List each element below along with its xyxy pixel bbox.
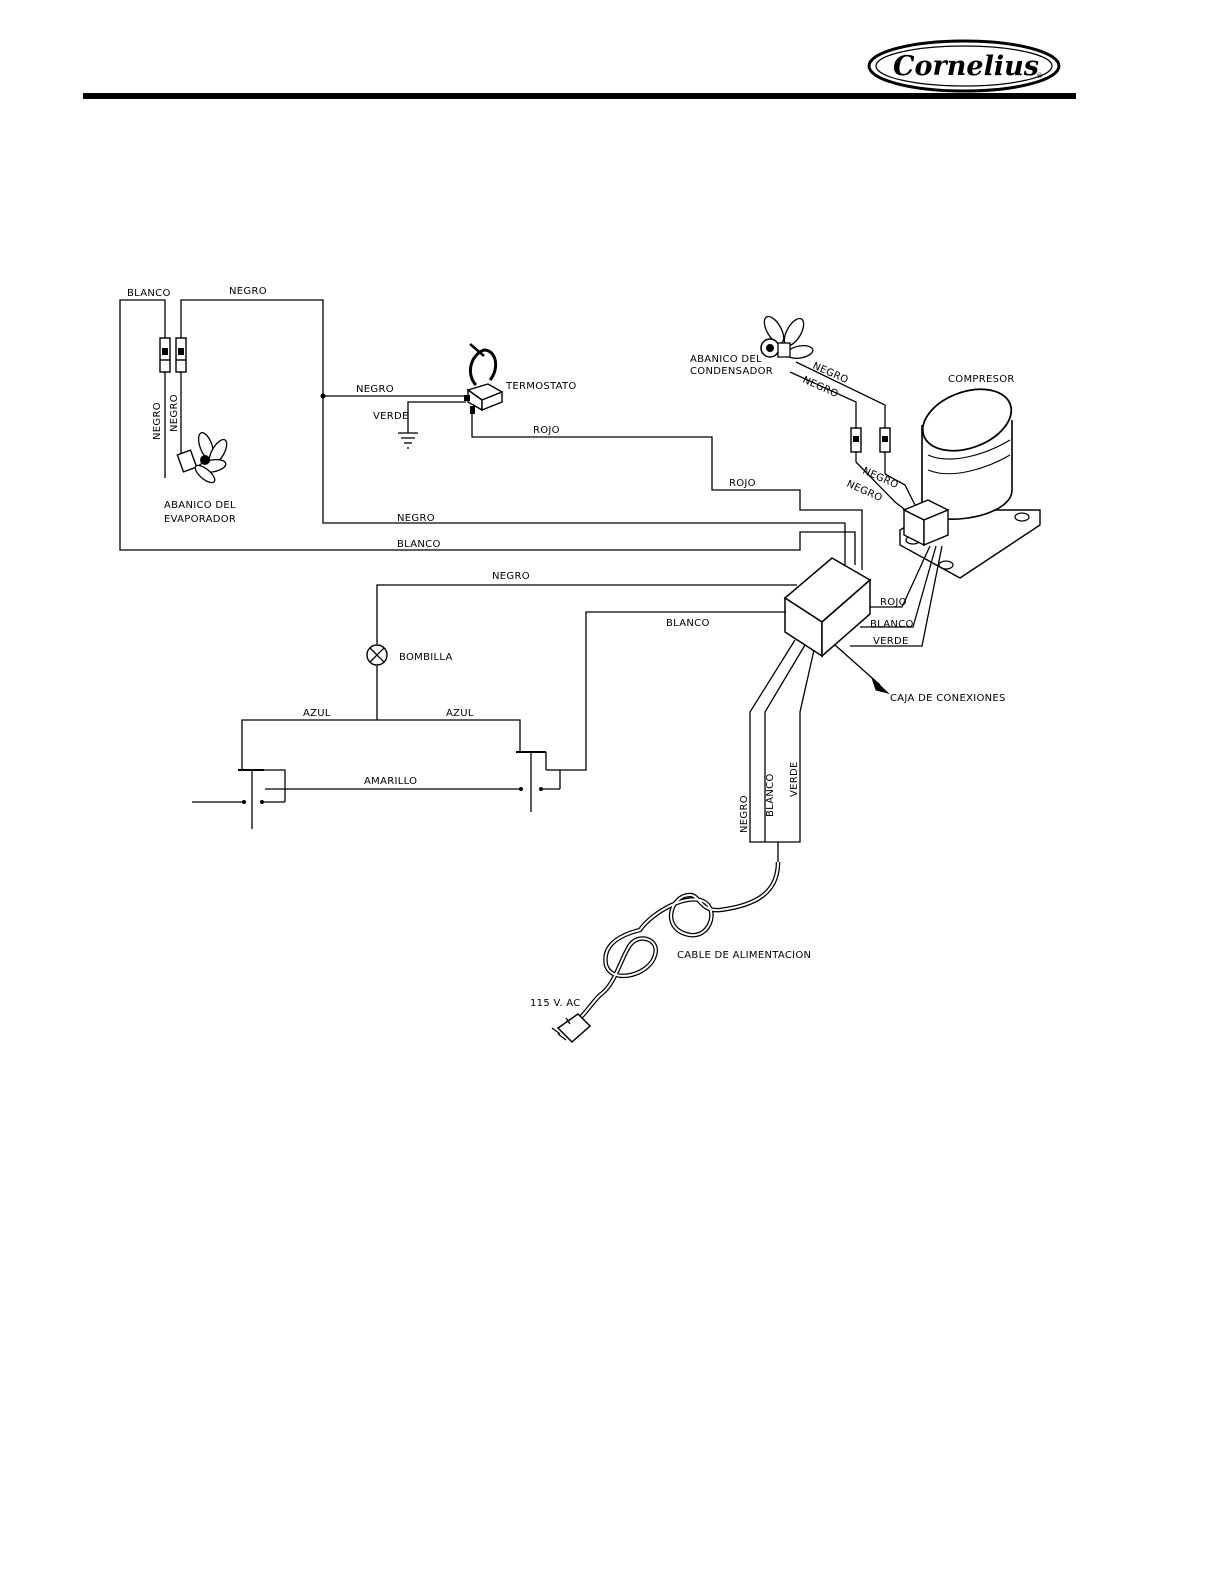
condenser-connectors [851,428,890,452]
label-evap-fan-line1: ABANICO DEL [164,500,236,511]
power-cord-cable [575,862,778,1022]
evaporator-fan-icon [177,431,230,486]
label-evap-blanco-top: BLANCO [127,288,171,299]
evaporator-wires [120,300,855,565]
condenser-fan-icon [760,314,813,361]
label-thermo-rojo: ROJO [533,425,560,436]
label-voltage: 115 V. AC [530,998,581,1009]
label-cond-fan-line1: ABANICO DEL [690,354,762,365]
compressor-icon [900,378,1040,578]
door-switch-right [516,752,560,812]
label-power-cord: CABLE DE ALIMENTACION [677,950,811,961]
label-thermo-verde: VERDE [373,411,409,422]
label-cord-negro: NEGRO [739,795,750,833]
bulb-icon [367,645,387,665]
label-cord-blanco: BLANCO [765,773,776,817]
label-comp-blanco: BLANCO [870,619,914,630]
label-azul-right: AZUL [446,708,474,719]
label-evap-negro-left: NEGRO [152,402,163,440]
label-blanco-long: BLANCO [397,539,441,550]
label-evap-negro-right: NEGRO [169,394,180,432]
label-cord-verde: VERDE [789,761,800,797]
label-bombilla-negro: NEGRO [492,571,530,582]
label-compressor: COMPRESOR [948,374,1015,385]
label-cond-fan-line2: CONDENSADOR [690,366,773,377]
label-blanco-switch: BLANCO [666,618,710,629]
label-junction-box: CAJA DE CONEXIONES [890,693,1006,704]
label-rojo-mid: ROJO [729,478,756,489]
label-evap-negro-top: NEGRO [229,286,267,297]
power-cord-wires [750,640,814,862]
door-switch-left [192,770,285,829]
label-thermostat: TERMOSTATO [505,381,577,392]
compressor-terminal-box [904,500,948,545]
junction-box-icon [785,558,870,656]
label-comp-rojo: ROJO [880,597,907,608]
label-bulb: BOMBILLA [399,652,453,663]
thermostat-icon [464,344,502,414]
ground-icon [398,433,418,448]
label-azul-left: AZUL [303,708,331,719]
label-amarillo: AMARILLO [364,776,417,787]
plug-icon [552,1014,590,1042]
label-negro-long: NEGRO [397,513,435,524]
label-evap-fan-line2: EVAPORADOR [164,514,236,525]
label-comp-verde: VERDE [873,636,909,647]
label-thermo-negro: NEGRO [356,384,394,395]
evaporator-connectors [160,338,186,372]
bulb-switch-wires [242,585,797,789]
junction-box-arrow [835,645,888,693]
